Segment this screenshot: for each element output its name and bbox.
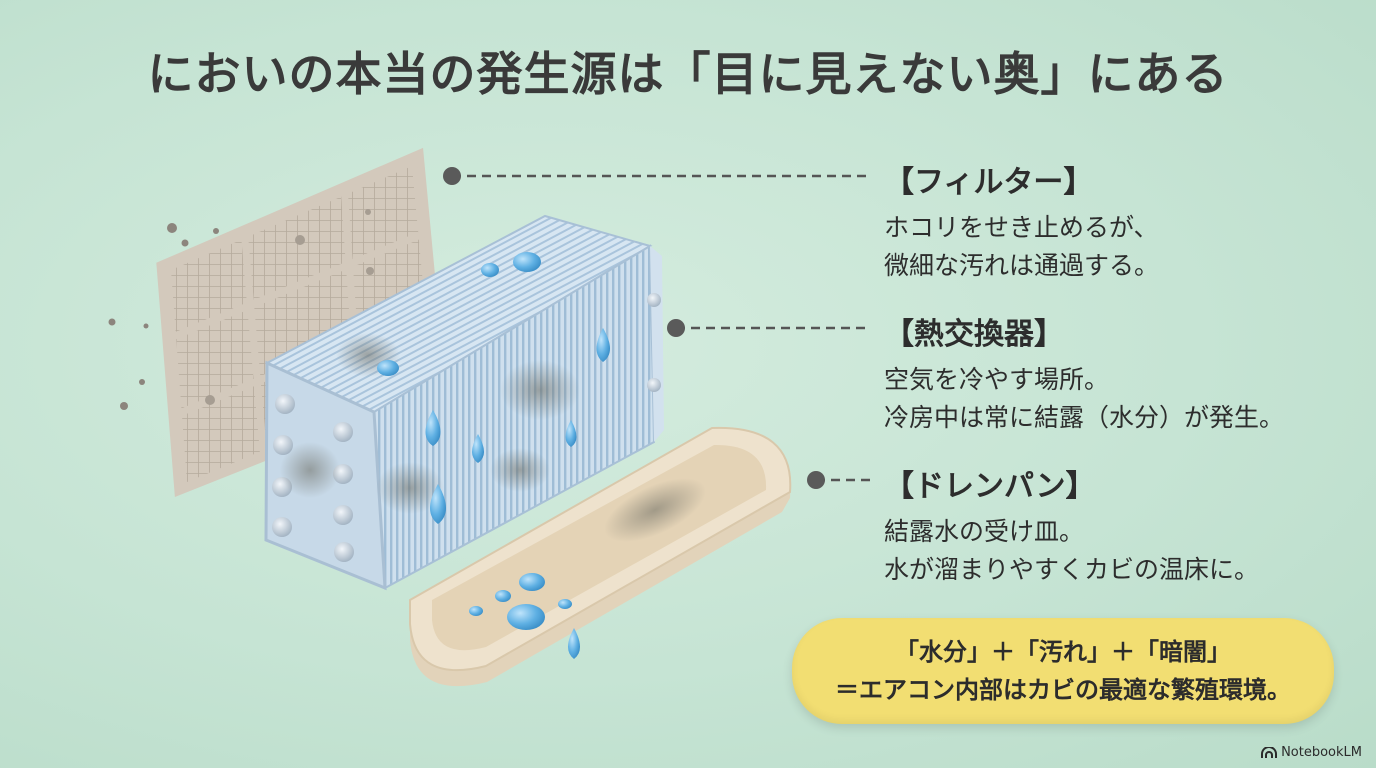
- summary-line-2: ＝エアコン内部はカビの最適な繁殖環境。: [835, 676, 1291, 704]
- callout-drain-pan: 【ドレンパン】 結露水の受け皿。 水が溜まりやすくカビの温床に。: [884, 461, 1259, 589]
- brand-watermark: NotebookLM: [1261, 745, 1362, 760]
- callout-heat-exchanger-line-1: 空気を冷やす場所。: [884, 365, 1110, 394]
- drain-pan-illustration: [409, 426, 792, 687]
- page-title: においの本当の発生源は「目に見えない奥」にある: [147, 47, 1229, 101]
- drain-pan-pointer-dot: [807, 471, 825, 489]
- callout-drain-pan-line-2: 水が溜まりやすくカビの温床に。: [884, 555, 1260, 584]
- callout-filter-line-1: ホコリをせき止めるが、: [884, 213, 1159, 242]
- summary-line-1: 「水分」＋「汚れ」＋「暗闇」: [895, 638, 1231, 666]
- heat-exchanger-illustration: [264, 214, 664, 591]
- callout-heat-exchanger: 【熱交換器】 空気を冷やす場所。 冷房中は常に結露（水分）が発生。: [884, 309, 1284, 437]
- brand-label: NotebookLM: [1281, 745, 1362, 760]
- callout-filter: 【フィルター】 ホコリをせき止めるが、 微細な汚れは通過する。: [884, 157, 1159, 285]
- callout-heat-exchanger-line-2: 冷房中は常に結露（水分）が発生。: [884, 403, 1285, 432]
- callout-filter-heading: 【フィルター】: [884, 165, 1094, 200]
- dust-particles: [108, 223, 219, 410]
- heat-exchanger-pointer-dot: [667, 319, 685, 337]
- callout-drain-pan-heading: 【ドレンパン】: [884, 469, 1096, 504]
- callout-filter-line-2: 微細な汚れは通過する。: [884, 251, 1160, 280]
- summary-box: 「水分」＋「汚れ」＋「暗闇」 ＝エアコン内部はカビの最適な繁殖環境。: [792, 618, 1334, 724]
- callout-drain-pan-line-1: 結露水の受け皿。: [884, 517, 1085, 546]
- filter-pointer-dot: [443, 167, 461, 185]
- callout-heat-exchanger-heading: 【熱交換器】: [884, 317, 1064, 352]
- notebooklm-logo-icon: [1261, 746, 1278, 758]
